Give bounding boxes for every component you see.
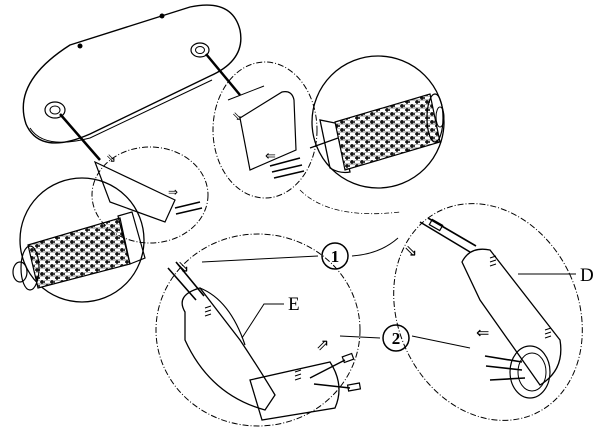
left-small-detail: ⇘ ⇒ [91,146,209,244]
screw-icon [77,43,83,49]
callout-2: 2 [382,324,410,352]
arrow-icon: ⇘ [176,259,189,276]
arrow-icon: ⇘ [232,109,242,123]
callout-2-label: 2 [392,329,401,348]
arrow-icon: ⇘ [404,243,417,260]
left-lamp-lens [19,177,145,303]
leader-line [299,189,401,215]
arrow-icon: ⇗ [316,337,329,354]
left-socket [44,101,101,161]
upper-right-detail: ⇘ ⇐ [212,61,318,199]
upper-lamp-lens [309,55,445,189]
left-lamp-tube [12,211,146,291]
callout-1: 1 [321,242,349,270]
arrow-icon: ⇒ [168,185,178,199]
detail-e-view: ⇘ ⇗ [155,233,362,427]
letter-d-label: D [580,265,594,286]
callout-1-label: 1 [331,247,340,266]
upper-lamp-tube [319,93,445,174]
right-socket [190,42,241,96]
callout-leaders [201,237,576,349]
arrow-icon: ⇐ [265,148,276,163]
base-plate [22,4,242,144]
arrow-icon: ⇐ [476,325,489,342]
arrow-icon: ⇘ [106,151,116,165]
letter-e-label: E [288,294,300,315]
screw-icon [159,13,165,19]
